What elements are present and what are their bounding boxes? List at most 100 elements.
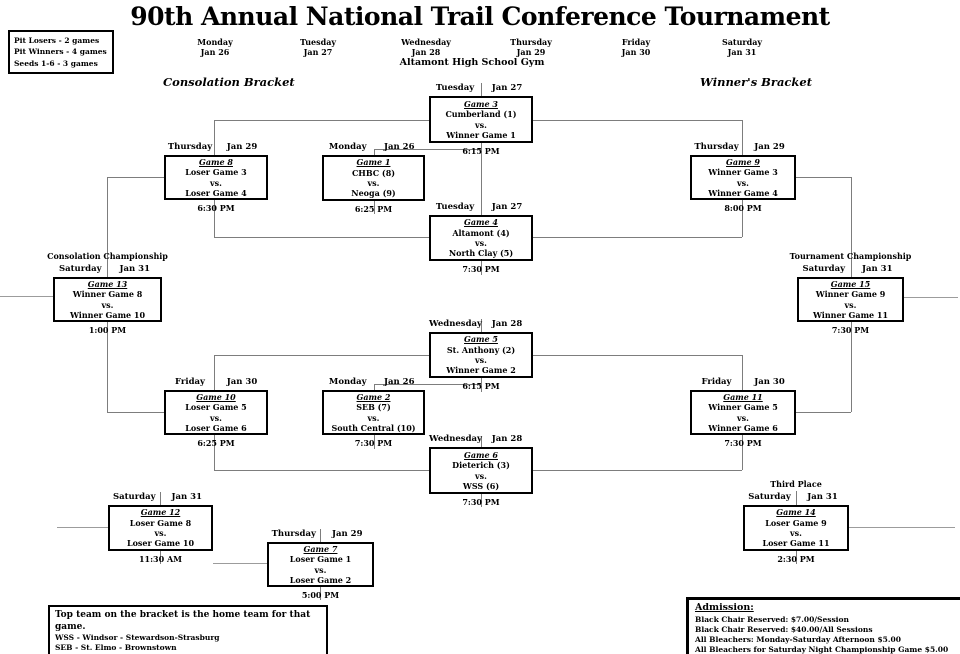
game-time: 2:30 PM [777,554,815,564]
game-date: Jan 30 [754,377,785,387]
connector-line [214,355,429,356]
winners-bracket-label: Winner's Bracket [700,75,813,89]
game-box: Game 13 Winner Game 8 vs. Winner Game 10 [53,277,162,322]
game-team2: Winner Game 11 [812,309,889,320]
game-day: Thursday [694,142,739,152]
game-date: Jan 29 [754,142,785,152]
connector-line [160,551,161,564]
schedule-day-monday: Monday Jan 26 [197,37,233,57]
game-matchup-2: Monday Jan 26 Game 2 SEB (7) vs. South C… [322,377,425,448]
game-date: Jan 31 [119,264,151,274]
game-vs: vs. [101,299,114,310]
connector-line [57,527,108,528]
game-vs: vs. [475,238,487,248]
connector-line [742,435,743,470]
game-time: 6:15 PM [462,381,500,391]
game-name: Game 6 [464,449,498,460]
admission-line: All Bleachers for Saturday Night Champio… [695,645,949,654]
game-header: Monday Jan 26 [322,376,425,388]
game-team1: Winner Game 8 [72,289,143,300]
game-team2: WSS (6) [462,480,500,491]
game-team2: North Clay (5) [448,248,514,259]
connector-line [851,177,852,277]
game-box: Game 4 Altamont (4) vs. North Clay (5) [429,215,533,261]
game-day: Monday [328,142,367,152]
connector-line [481,378,482,392]
connector-line [481,143,482,215]
game-team1: Loser Game 5 [185,402,247,413]
game-time: 5:00 PM [301,590,340,600]
connector-line [533,470,742,471]
connector-line [107,177,108,277]
game-team1: Winner Game 3 [708,167,778,178]
game-name: Game 2 [356,391,391,402]
game-day: Saturday [112,492,156,502]
game-matchup-11: Friday Jan 30 Game 11 Winner Game 5 vs. … [690,377,796,448]
seeding-info-line: Pit Losers - 2 games [14,36,100,45]
schedule-day-friday: Friday Jan 30 [621,37,651,57]
game-box: Game 5 St. Anthony (2) vs. Winner Game 2 [429,332,533,378]
game-date: Jan 28 [491,434,523,444]
game-matchup-10: Friday Jan 30 Game 10 Loser Game 5 vs. L… [164,377,268,448]
game-vs: vs. [210,177,222,188]
admission-box: Admission: Black Chair Reserved: $7.00/S… [686,597,960,654]
seeding-info-box: Pit Losers - 2 games Pit Winners - 4 gam… [8,30,114,74]
connector-line [481,83,482,96]
game-header: Wednesday Jan 28 [429,318,533,330]
admission-line: Black Chair Reserved: $7.00/Session [695,614,849,624]
game-date: Jan 29 [332,529,363,539]
connector-line [214,355,215,390]
game-matchup-13: Consolation Championship Saturday Jan 31… [47,251,168,335]
game-stage-label: Tournament Championship [789,251,912,261]
game-time: 8:00 PM [724,203,762,213]
game-name: Game 15 [830,278,871,289]
game-header: Saturday Jan 31 [743,491,849,503]
game-team2: Winner Game 1 [446,129,516,140]
game-time: 1:00 PM [88,325,127,335]
notes-heading: Top team on the bracket is the home team… [55,610,311,633]
game-vs: vs. [314,564,327,575]
game-box: Game 14 Loser Game 9 vs. Loser Game 11 [743,505,849,551]
game-header: Saturday Jan 31 [53,263,162,275]
game-matchup-15: Tournament Championship Saturday Jan 31 … [790,251,912,335]
game-matchup-3: Tuesday Jan 27 Game 3 Cumberland (1) vs.… [429,83,533,156]
connector-line [107,177,164,178]
connector-line [851,322,852,412]
tournament-title: 90th Annual National Trail Conference To… [130,2,830,31]
game-team2: Loser Game 10 [126,538,195,549]
connector-line [374,200,375,214]
game-date: Jan 29 [226,142,258,152]
game-box: Game 10 Loser Game 5 vs. Loser Game 6 [164,390,268,435]
game-box: Game 7 Loser Game 1 vs. Loser Game 2 [267,542,374,587]
game-team2: Winner Game 2 [446,365,516,376]
game-name: Game 4 [464,217,498,228]
game-team2: Winner Game 6 [708,422,778,433]
connector-line [107,322,108,412]
game-team1: Loser Game 9 [765,517,827,528]
game-box: Game 9 Winner Game 3 vs. Winner Game 4 [690,155,796,200]
game-team1: Winner Game 9 [815,289,886,300]
game-team2: Winner Game 10 [69,309,146,320]
connector-line [213,563,267,564]
game-header: Thursday Jan 29 [690,141,796,153]
game-header: Tuesday Jan 27 [429,82,533,94]
game-team1: Dieterich (3) [452,460,510,471]
game-name: Game 7 [303,543,338,554]
game-team1: Loser Game 8 [129,517,192,528]
game-time: 7:30 PM [831,325,870,335]
admission-line: Black Chair Reserved: $40.00/All Session… [695,624,873,634]
connector-line [160,492,161,505]
game-team2: Neoga (9) [351,188,396,199]
game-team1: Altamont (4) [452,227,510,238]
game-day: Friday [701,377,732,387]
game-box: Game 8 Loser Game 3 vs. Loser Game 4 [164,155,268,200]
connector-line [796,177,851,178]
game-header: Saturday Jan 31 [108,491,213,503]
game-date: Jan 31 [807,492,838,502]
connector-line [481,319,482,332]
game-name: Game 8 [199,156,233,167]
schedule-day-tuesday: Tuesday Jan 27 [299,37,337,57]
connector-line [214,120,429,121]
game-matchup-12: Saturday Jan 31 Game 12 Loser Game 8 vs.… [108,492,213,564]
game-box: Game 1 CHBC (8) vs. Neoga (9) [322,155,425,201]
